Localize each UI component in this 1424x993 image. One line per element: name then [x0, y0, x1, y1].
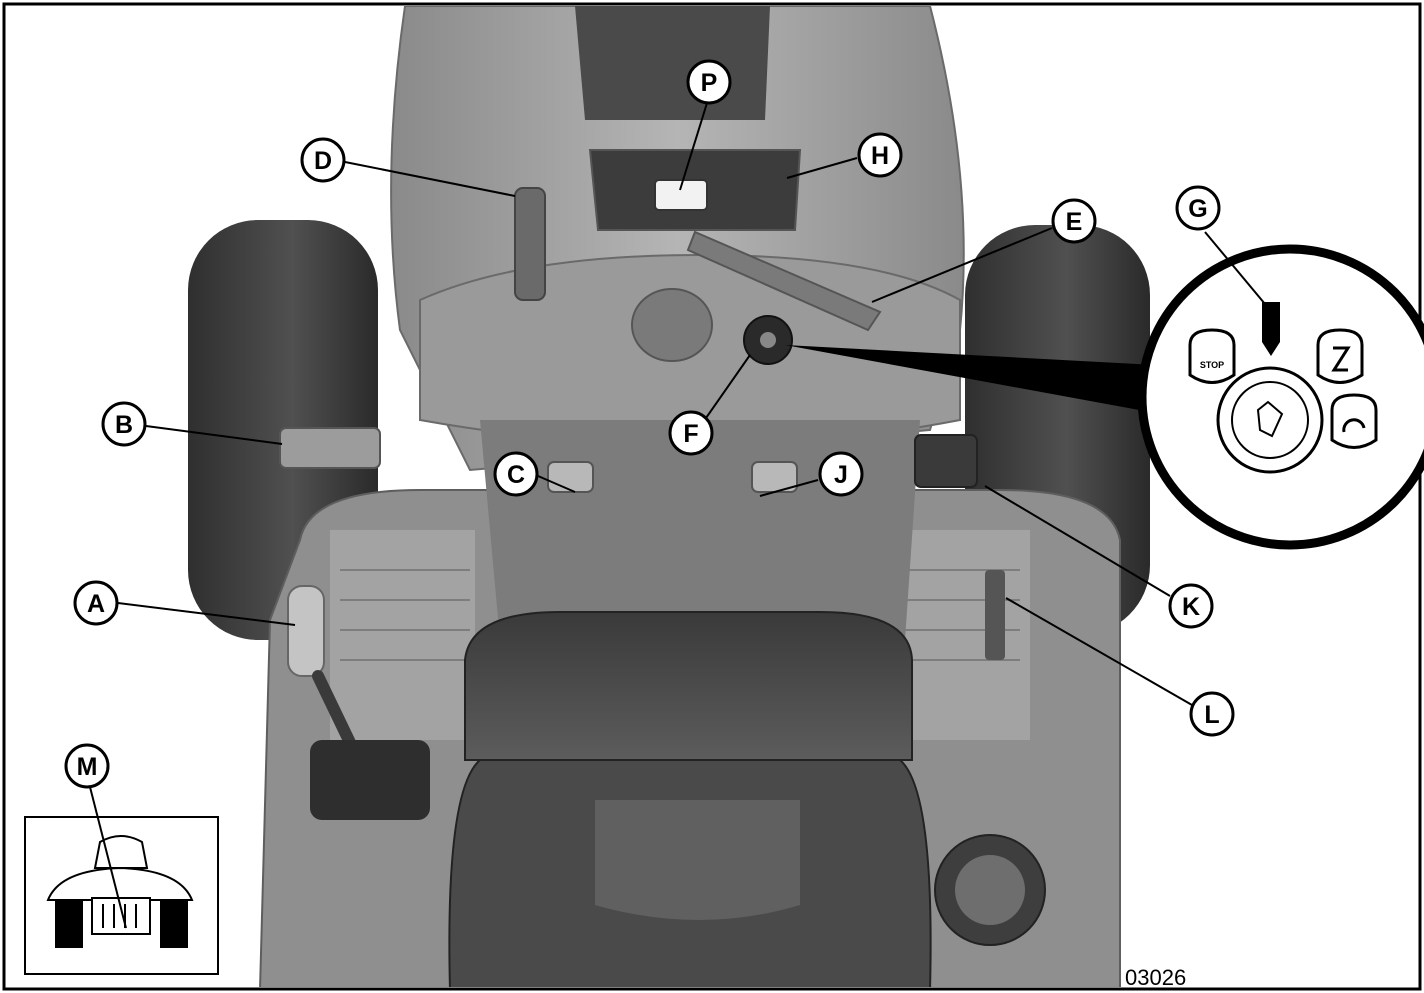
leader-lines [89, 102, 1271, 929]
pedal-k [914, 434, 978, 488]
leader-h [786, 157, 858, 179]
callout-l: L [1189, 691, 1235, 737]
callout-e: E [1051, 198, 1097, 244]
callout-k: K [1168, 583, 1214, 629]
callout-label: L [1204, 701, 1219, 729]
leader-m [89, 786, 127, 929]
key-slot [1256, 400, 1284, 438]
throttle-lever [514, 187, 546, 301]
callout-d: D [300, 137, 346, 183]
headlight-position-icon [1262, 302, 1280, 356]
callout-label: E [1066, 208, 1083, 236]
inset-right-wheel [160, 898, 188, 948]
callout-circle [64, 743, 110, 789]
callout-label: P [701, 69, 718, 97]
callout-p: P [686, 59, 732, 105]
callout-a: A [73, 580, 119, 626]
callout-circle [1051, 198, 1097, 244]
callout-circle [73, 580, 119, 626]
ignition-key [760, 332, 776, 348]
callout-label: H [871, 142, 889, 170]
callout-circle [101, 401, 147, 447]
seat-back [464, 611, 913, 761]
stop-label: STOP [1200, 360, 1224, 370]
callout-circle [1168, 583, 1214, 629]
lift-lever [686, 230, 882, 332]
run-position-icon [1316, 328, 1364, 384]
stop-position-icon: STOP [1188, 328, 1236, 384]
brake-pedal [279, 427, 381, 469]
callout-circle [1189, 691, 1235, 737]
callout-label: F [683, 420, 698, 448]
ignition-switch-detail: STOP [785, 244, 1424, 550]
callout-label: A [87, 590, 105, 618]
callout-g: G [1175, 185, 1221, 231]
callout-group: A B C D E F G H J K L M P [64, 59, 1235, 789]
leader-c [537, 475, 576, 493]
lever-l [985, 570, 1005, 660]
callout-circle [857, 132, 903, 178]
detail-pointer-wedge [785, 345, 1155, 412]
start-position-icon [1330, 393, 1378, 449]
inset-left-wheel [55, 898, 83, 948]
lever-c [547, 461, 594, 493]
inset-rear-view [24, 816, 219, 975]
leader-e [871, 227, 1053, 303]
tractor-illustration [188, 6, 1150, 987]
callout-j: J [818, 451, 864, 497]
callout-b: B [101, 401, 147, 447]
callout-label: G [1188, 195, 1207, 223]
steering-column-cap [631, 288, 713, 362]
callout-f: F [668, 410, 714, 456]
leader-g [1204, 231, 1271, 311]
cup-holder-inner [955, 855, 1025, 925]
figure-id: 03026 [1125, 965, 1186, 990]
callout-circle [686, 59, 732, 105]
callout-label: C [507, 461, 525, 489]
callout-h: H [857, 132, 903, 178]
hood-vent [575, 6, 770, 120]
leader-l [1005, 597, 1193, 706]
callout-circle [300, 137, 346, 183]
leader-k [984, 485, 1171, 597]
leader-b [145, 425, 283, 445]
shift-lever-knob [287, 585, 325, 677]
leader-f [705, 354, 751, 419]
callout-label: K [1182, 593, 1200, 621]
callout-circle [1175, 185, 1221, 231]
leader-p [679, 102, 708, 191]
leader-d [344, 161, 516, 197]
callout-c: C [493, 451, 539, 497]
callout-circle [493, 451, 539, 497]
callout-circle [668, 410, 714, 456]
callout-label: B [115, 411, 133, 439]
leader-j [759, 479, 819, 497]
callout-label: J [834, 461, 848, 489]
callout-label: D [314, 147, 332, 175]
leader-a [117, 602, 296, 626]
inset-deck [91, 897, 151, 935]
callout-label: M [77, 753, 98, 781]
callout-m: M [64, 743, 110, 789]
shift-gate [310, 740, 430, 820]
seat-panel [595, 800, 800, 920]
left-footrest [330, 530, 475, 740]
display-indicator [654, 179, 708, 211]
callout-circle [818, 451, 864, 497]
key-cylinder-inner [1231, 381, 1309, 459]
